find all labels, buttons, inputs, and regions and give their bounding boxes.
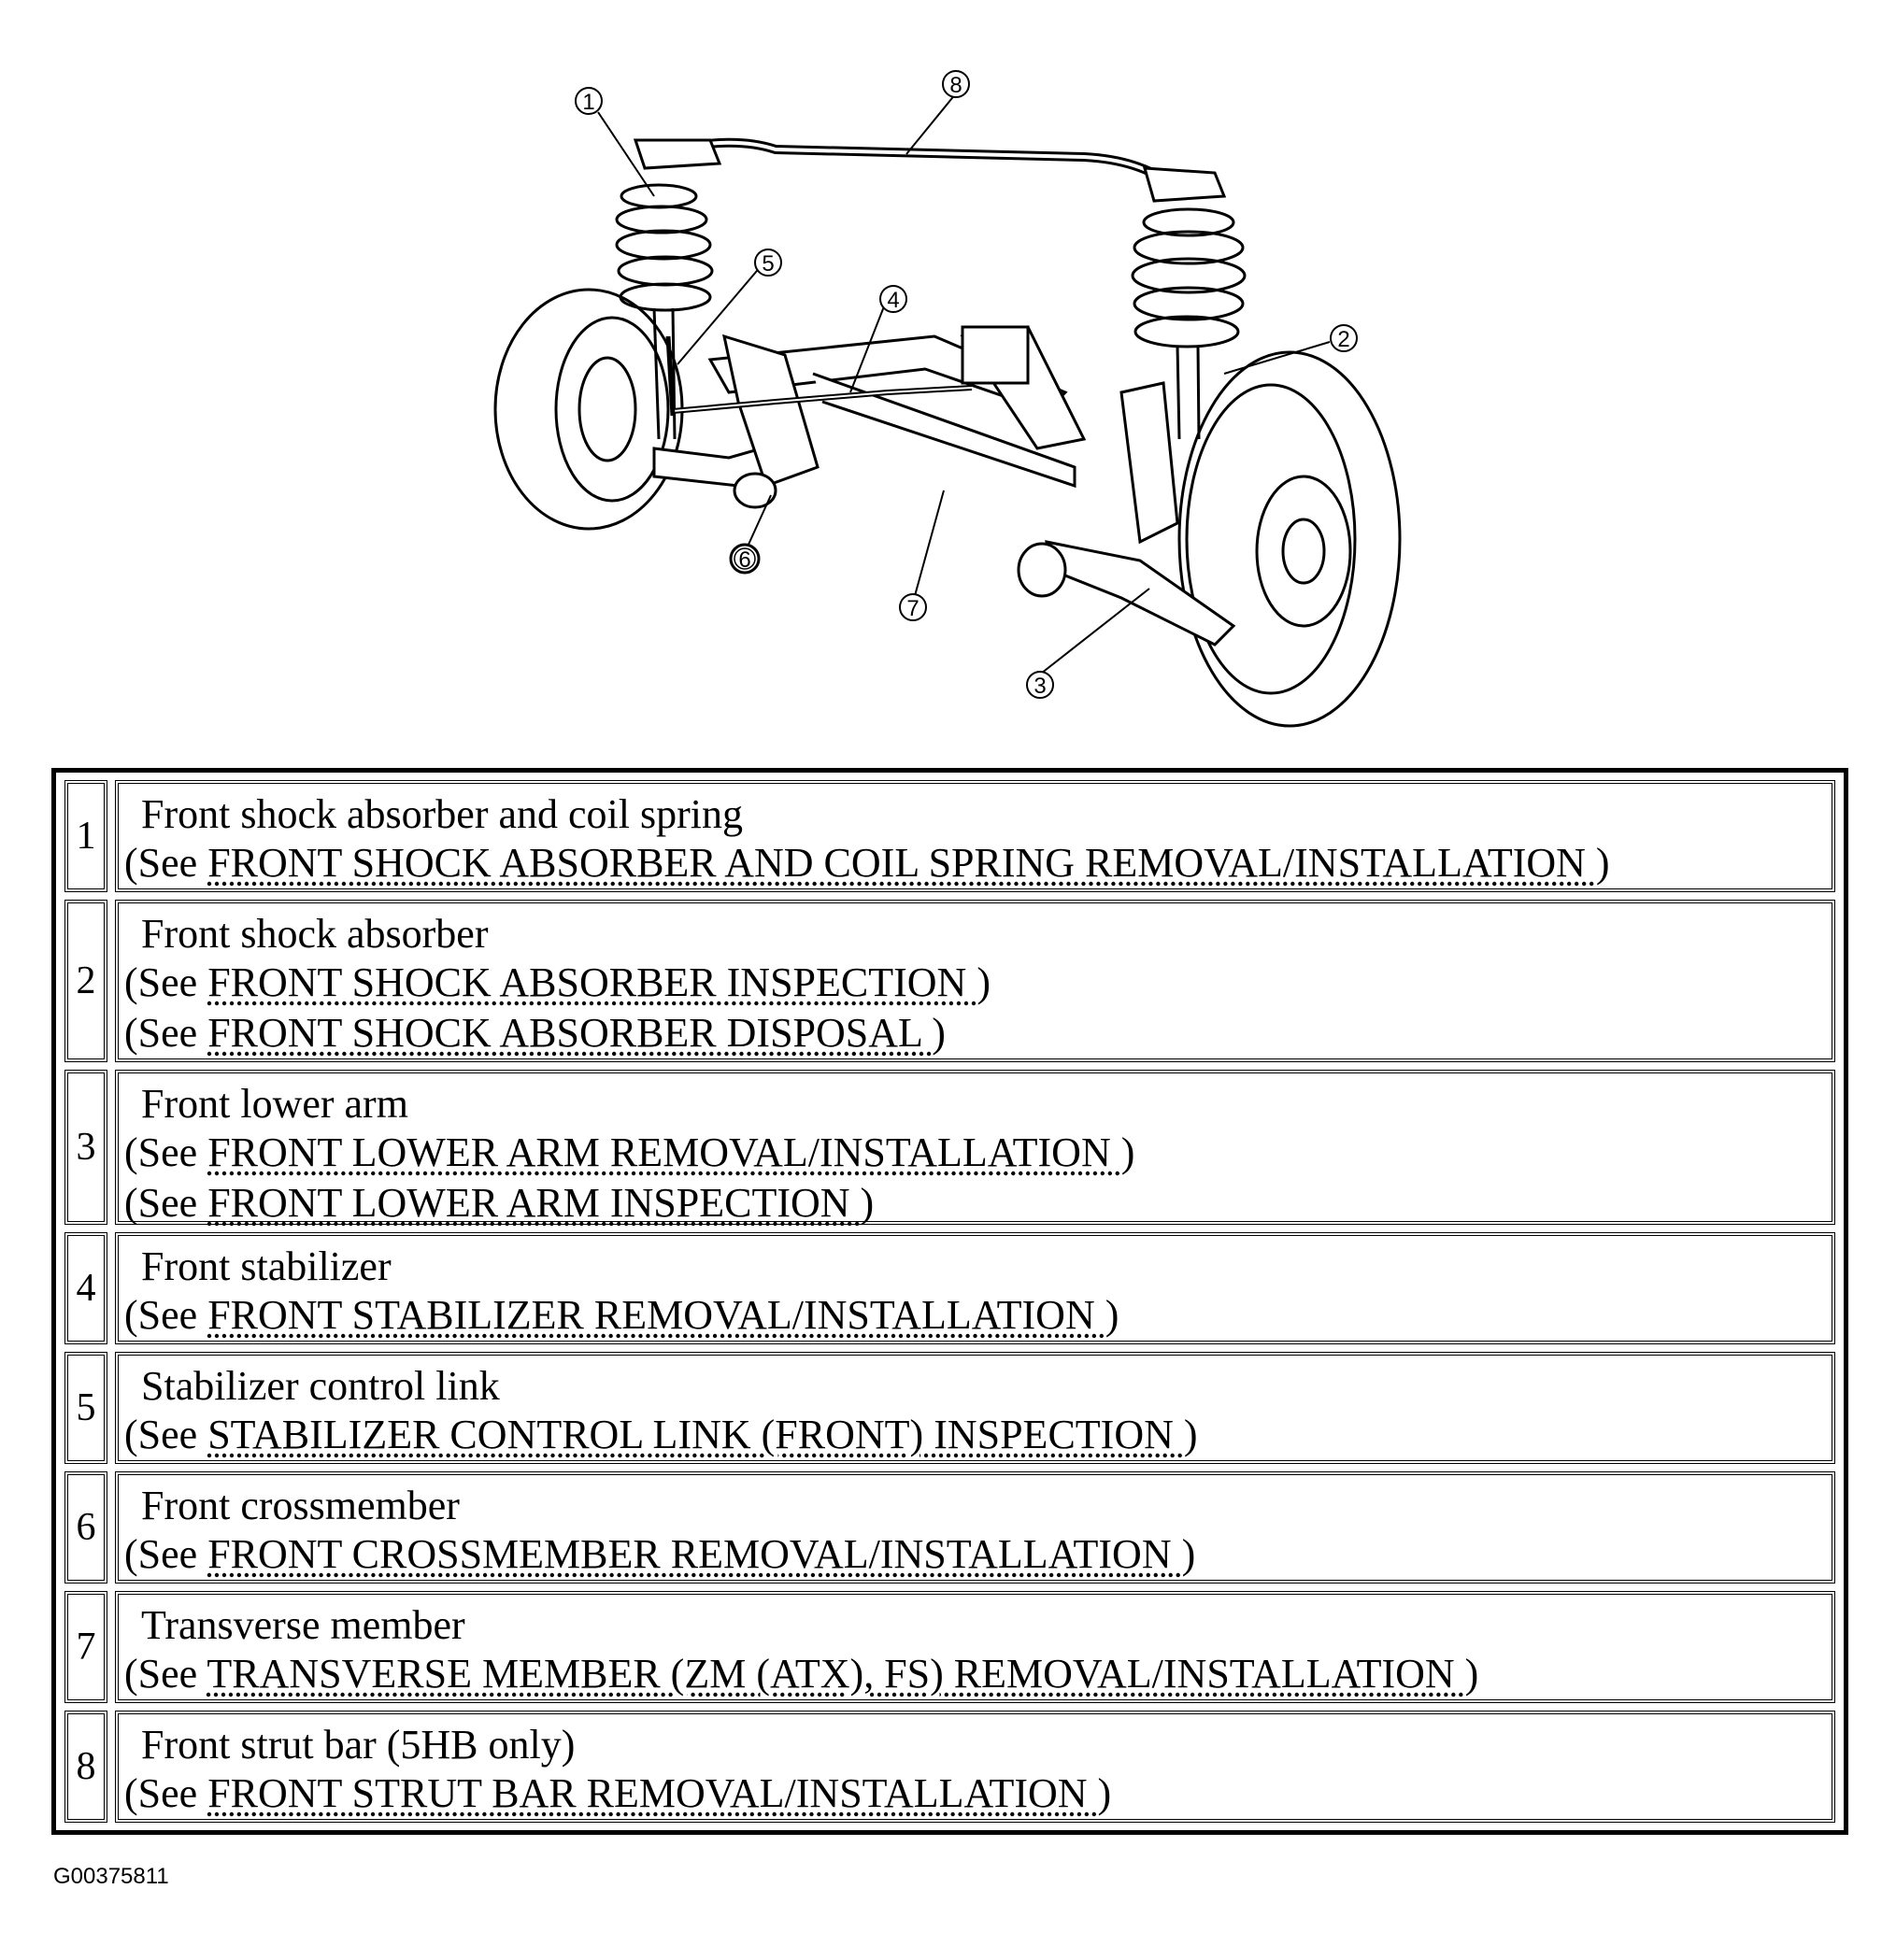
part-reference: (See STABILIZER CONTROL LINK (FRONT) INS… (124, 1412, 1198, 1457)
part-number: 8 (64, 1711, 107, 1823)
part-reference: (See FRONT SHOCK ABSORBER DISPOSAL ) (124, 1010, 946, 1056)
stabilizer-link (665, 335, 676, 417)
part-name: Front strut bar (5HB only) (141, 1722, 576, 1768)
right-wheel (1177, 350, 1402, 728)
table-row: 3 Front lower arm (See FRONT LOWER ARM R… (64, 1070, 1835, 1226)
part-number: 2 (64, 900, 107, 1062)
svg-text:3: 3 (1034, 674, 1046, 699)
part-reference: (See FRONT SHOCK ABSORBER INSPECTION ) (124, 959, 991, 1005)
part-name: Front lower arm (141, 1081, 408, 1127)
right-lower-arm (1017, 381, 1236, 646)
svg-text:1: 1 (582, 90, 594, 115)
part-cell: Front shock absorber and coil spring (Se… (115, 780, 1835, 892)
right-coil-spring (1131, 207, 1247, 440)
reference-link[interactable]: TRANSVERSE MEMBER (ZM (ATX), FS) REMOVAL… (207, 1651, 1465, 1697)
strut-bar (666, 137, 1176, 190)
suspension-diagram: 1 8 5 4 2 6 7 3 (493, 70, 1402, 728)
reference-link[interactable]: FRONT LOWER ARM REMOVAL/INSTALLATION (207, 1129, 1121, 1175)
crossmember (707, 325, 1087, 489)
callout-7: 7 (899, 593, 927, 621)
svg-text:2: 2 (1337, 327, 1349, 352)
part-reference: (See FRONT STABILIZER REMOVAL/INSTALLATI… (124, 1292, 1119, 1338)
callout-2: 2 (1330, 324, 1358, 352)
part-cell: Front crossmember (See FRONT CROSSMEMBER… (115, 1471, 1835, 1584)
callout-5: 5 (754, 249, 782, 277)
part-cell: Front lower arm (See FRONT LOWER ARM REM… (115, 1070, 1835, 1226)
part-cell: Transverse member (See TRANSVERSE MEMBER… (115, 1591, 1835, 1703)
part-name: Front shock absorber (141, 911, 489, 957)
part-name: Transverse member (141, 1602, 465, 1648)
callout-6: 6 (729, 543, 761, 575)
svg-text:5: 5 (762, 251, 774, 277)
callout-3: 3 (1026, 671, 1054, 699)
part-reference: (See FRONT LOWER ARM INSPECTION ) (124, 1180, 875, 1226)
left-lower-arm (652, 334, 820, 509)
part-cell: Front stabilizer (See FRONT STABILIZER R… (115, 1232, 1835, 1344)
callout-1: 1 (575, 87, 603, 115)
part-number: 3 (64, 1070, 107, 1225)
svg-text:7: 7 (906, 596, 919, 621)
table-row: 1 Front shock absorber and coil spring (… (64, 780, 1835, 892)
table-row: 6 Front crossmember (See FRONT CROSSMEMB… (64, 1471, 1835, 1584)
part-cell: Stabilizer control link (See STABILIZER … (115, 1352, 1835, 1464)
reference-link[interactable]: FRONT STRUT BAR REMOVAL/INSTALLATION (207, 1770, 1098, 1816)
part-cell: Front strut bar (5HB only) (See FRONT ST… (115, 1711, 1835, 1823)
reference-link[interactable]: FRONT LOWER ARM INSPECTION (207, 1180, 861, 1226)
reference-link[interactable]: FRONT SHOCK ABSORBER DISPOSAL (207, 1010, 933, 1056)
left-coil-spring (615, 183, 714, 440)
part-number: 1 (64, 780, 107, 892)
part-reference: (See FRONT SHOCK ABSORBER AND COIL SPRIN… (124, 840, 1610, 886)
reference-link[interactable]: STABILIZER CONTROL LINK (FRONT) INSPECTI… (207, 1412, 1184, 1457)
part-name: Front shock absorber and coil spring (141, 791, 743, 837)
figure-id: G00375811 (53, 1864, 169, 1889)
table-row: 2 Front shock absorber (See FRONT SHOCK … (64, 900, 1835, 1062)
part-reference: (See FRONT LOWER ARM REMOVAL/INSTALLATIO… (124, 1129, 1135, 1175)
part-cell: Front shock absorber (See FRONT SHOCK AB… (115, 900, 1835, 1062)
svg-text:6: 6 (738, 547, 750, 573)
part-number: 5 (64, 1352, 107, 1464)
parts-table: 1 Front shock absorber and coil spring (… (51, 768, 1848, 1835)
part-name: Front crossmember (141, 1483, 460, 1528)
part-name: Stabilizer control link (141, 1363, 500, 1409)
part-name: Front stabilizer (141, 1243, 392, 1289)
part-number: 7 (64, 1591, 107, 1703)
reference-link[interactable]: FRONT SHOCK ABSORBER AND COIL SPRING REM… (207, 840, 1596, 886)
callout-4: 4 (879, 285, 907, 313)
reference-link[interactable]: FRONT SHOCK ABSORBER INSPECTION (207, 959, 977, 1005)
table-row: 7 Transverse member (See TRANSVERSE MEMB… (64, 1591, 1835, 1703)
part-number: 4 (64, 1232, 107, 1344)
reference-link[interactable]: FRONT CROSSMEMBER REMOVAL/INSTALLATION (207, 1531, 1182, 1577)
table-row: 5 Stabilizer control link (See STABILIZE… (64, 1352, 1835, 1464)
table-row: 8 Front strut bar (5HB only) (See FRONT … (64, 1711, 1835, 1823)
part-reference: (See TRANSVERSE MEMBER (ZM (ATX), FS) RE… (124, 1651, 1479, 1697)
part-number: 6 (64, 1471, 107, 1584)
part-reference: (See FRONT STRUT BAR REMOVAL/INSTALLATIO… (124, 1770, 1112, 1816)
part-reference: (See FRONT CROSSMEMBER REMOVAL/INSTALLAT… (124, 1531, 1196, 1577)
left-wheel (493, 288, 684, 531)
svg-text:8: 8 (949, 73, 962, 98)
reference-link[interactable]: FRONT STABILIZER REMOVAL/INSTALLATION (207, 1292, 1105, 1338)
callout-8: 8 (942, 70, 970, 98)
table-row: 4 Front stabilizer (See FRONT STABILIZER… (64, 1232, 1835, 1344)
svg-text:4: 4 (887, 288, 899, 313)
